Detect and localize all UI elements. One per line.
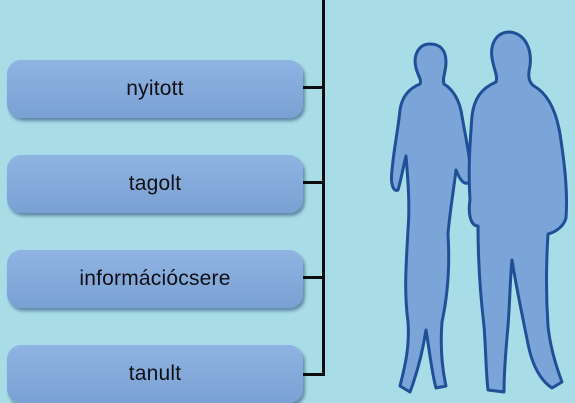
connector-branch — [303, 86, 324, 89]
item-label: nyitott — [126, 77, 184, 100]
item-label: tagolt — [128, 172, 182, 195]
item-box-tagolt: tagolt — [7, 155, 303, 213]
connector-branch — [303, 373, 324, 376]
man-silhouette — [467, 30, 569, 394]
connector-trunk — [322, 0, 325, 376]
item-box-nyitott: nyitott — [7, 60, 303, 118]
connector-branch — [303, 276, 324, 279]
item-label: tanult — [128, 362, 182, 385]
connector-branch — [303, 181, 324, 184]
item-box-informaciocsere: információcsere — [7, 250, 303, 308]
item-box-tanult: tanult — [7, 345, 303, 403]
woman-silhouette — [390, 42, 472, 394]
people-silhouette-icon — [390, 30, 569, 394]
item-label: információcsere — [79, 267, 231, 290]
